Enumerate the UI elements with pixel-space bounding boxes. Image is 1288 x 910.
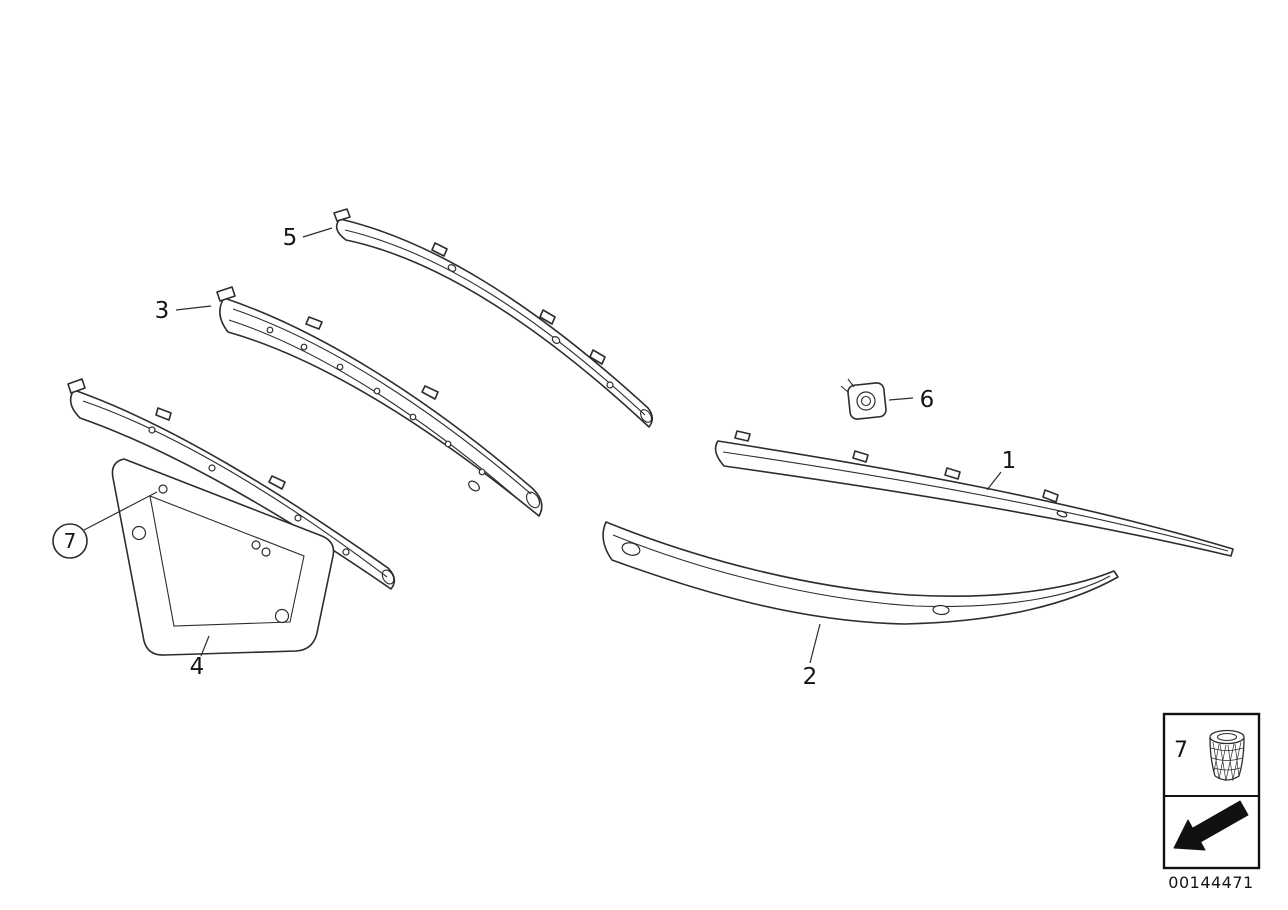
part-5-hole <box>551 336 561 344</box>
part-5-clip-tabs <box>431 242 606 365</box>
callouts: 5 3 4 6 1 2 7 <box>52 225 1017 690</box>
document-number: 00144471 <box>1168 873 1253 892</box>
callout-2-label[interactable]: 2 <box>803 664 818 690</box>
part-1-crease-line <box>722 451 1229 552</box>
part-3-hole <box>336 363 344 371</box>
part-5-hole <box>606 381 614 389</box>
callout-1-leader <box>986 471 1002 491</box>
part-1-outline <box>714 440 1234 557</box>
part-4-plate-hole-callout7 <box>158 484 168 494</box>
callout-3-label[interactable]: 3 <box>155 298 170 324</box>
part-2-oval-hole-left <box>621 542 641 556</box>
part-4-end-section <box>381 569 395 585</box>
callout-4-label[interactable]: 4 <box>190 654 205 680</box>
legend-inset: 7 <box>1162 712 1261 870</box>
part-3-hole <box>300 343 308 351</box>
part-1-clip-tabs <box>734 430 1059 503</box>
part-1-slot <box>1056 510 1068 518</box>
part-4-beam-hole <box>148 426 156 434</box>
part-4-plate-hole <box>274 608 290 624</box>
part-4-license-plate-base <box>67 378 396 656</box>
part-2-bumper-trim-strip-lower <box>602 521 1119 625</box>
callout-7-leader <box>83 491 158 531</box>
part-2-outline <box>602 521 1119 625</box>
callout-5-leader <box>302 227 333 238</box>
direction-arrow-icon <box>1173 800 1249 851</box>
part-3-end-tab <box>216 286 236 302</box>
part-7-grommet <box>1209 729 1245 782</box>
grommet-side-left <box>1209 737 1216 777</box>
grommet-top-rim <box>1209 729 1245 745</box>
callout-4-leader <box>200 635 210 657</box>
part-5-crease-line <box>344 229 646 416</box>
part-5-outline <box>335 218 654 428</box>
grommet-knurl-hatch <box>1212 741 1242 782</box>
callout-1-label[interactable]: 1 <box>1002 448 1017 474</box>
callout-7-circle[interactable] <box>52 523 88 559</box>
part-3-hole <box>409 413 417 421</box>
part-6-clip-nut <box>840 378 887 420</box>
part-4-beam-crease <box>82 400 388 578</box>
grommet-bottom-cap <box>1214 775 1240 781</box>
part-3-bumper-carrier <box>216 286 543 517</box>
part-3-hole <box>444 440 452 448</box>
part-3-hole <box>478 468 486 476</box>
part-1-bumper-trim-strip <box>714 430 1234 557</box>
part-4-beam-hole <box>208 464 216 472</box>
part-4-end-tab <box>67 378 86 394</box>
part-4-clip-tabs <box>155 407 286 490</box>
part-5-bumper-carrier-upper <box>333 208 654 428</box>
part-5-end-section <box>639 409 653 423</box>
callout-6-leader <box>888 397 914 401</box>
part-5-end-tab <box>333 208 351 222</box>
part-3-hole <box>266 326 274 334</box>
callout-7-label[interactable]: 7 <box>64 529 77 553</box>
part-4-plate-hole <box>251 540 261 550</box>
part-2-oval-hole-right <box>932 604 950 616</box>
callout-6-label[interactable]: 6 <box>920 387 935 413</box>
part-5-hole <box>447 264 457 272</box>
part-3-clip-tabs <box>305 316 439 400</box>
part-2-crease-line <box>612 534 1111 607</box>
part-6-center-hole <box>856 391 876 411</box>
grommet-side-right <box>1238 737 1245 777</box>
part-4-beam-hole <box>294 514 302 522</box>
part-3-oval-hole <box>468 480 480 492</box>
grommet-inner-rim <box>1216 732 1238 742</box>
callout-3-leader <box>175 305 212 311</box>
part-6-flange-lines <box>840 378 855 393</box>
part-6-inner-ring <box>860 395 872 407</box>
part-4-plate-recess <box>149 495 305 627</box>
callout-2-leader <box>809 623 821 664</box>
part-4-beam-hole <box>342 548 350 556</box>
part-3-hole <box>373 387 381 395</box>
callout-5-label[interactable]: 5 <box>283 225 298 251</box>
part-4-plate-hole <box>131 525 147 541</box>
part-4-plate-hole <box>261 547 271 557</box>
part-3-crease-upper <box>232 308 532 495</box>
part-4-plate-outline <box>111 458 335 656</box>
part-4-beam-outline <box>69 389 396 590</box>
legend-item-label: 7 <box>1174 738 1188 763</box>
part-3-outline <box>219 297 543 517</box>
part-3-end-section <box>525 491 541 509</box>
